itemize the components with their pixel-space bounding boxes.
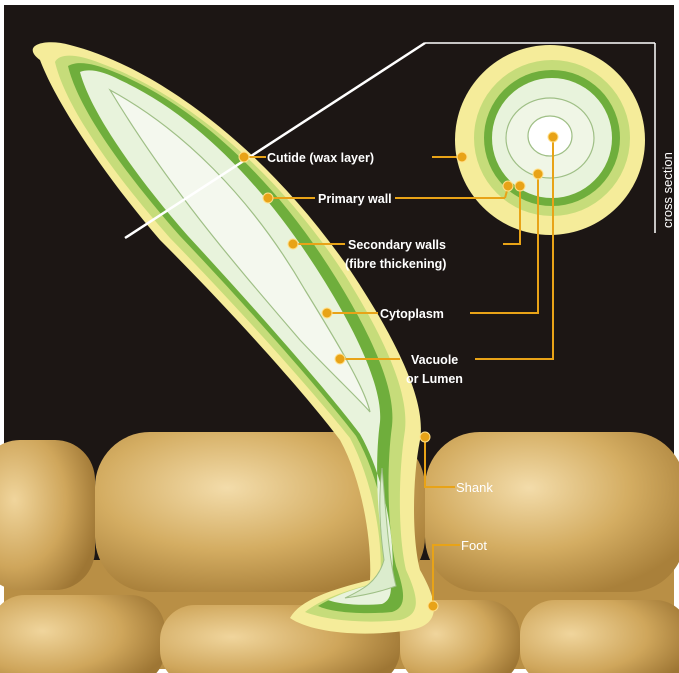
label-shank: Shank [456,480,493,495]
epidermal-cell [0,595,165,673]
epidermal-cell [520,600,679,673]
label-cuticle: Cutide (wax layer) [267,151,374,165]
epidermal-cell [0,440,95,590]
label-vacuole: Vacuole [411,353,458,367]
label-cytoplasm: Cytoplasm [380,307,444,321]
label-primary-wall: Primary wall [318,192,392,206]
cross-section-label: cross section [660,152,675,228]
label-secondary-walls: Secondary walls [348,238,446,252]
label-foot: Foot [461,538,487,553]
label-secondary-walls-note: (fibre thickening) [345,257,446,271]
label-lumen: or Lumen [406,372,463,386]
epidermal-cells [0,432,679,673]
epidermal-cell [425,432,679,592]
